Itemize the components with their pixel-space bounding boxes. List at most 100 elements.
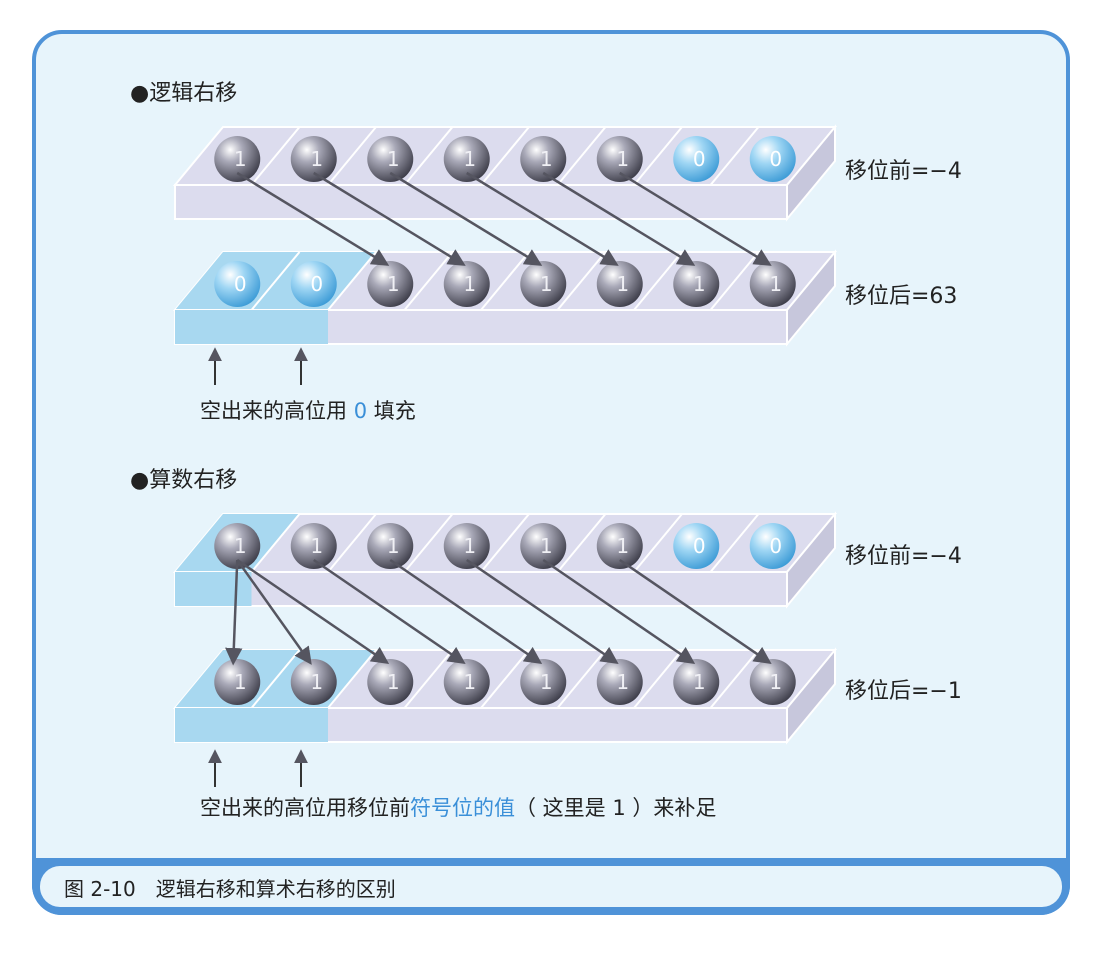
logical-before-bit-value: 1 xyxy=(234,147,247,171)
shift-arrow xyxy=(313,171,466,266)
logical-before-bit-value: 1 xyxy=(616,147,629,171)
logical-before-divider xyxy=(250,126,301,186)
section-title-logical: ●逻辑右移 xyxy=(130,81,237,106)
logical-before-bit-ball xyxy=(596,136,643,182)
logical-after-divider xyxy=(327,251,377,311)
arithmetic-before-divider xyxy=(250,513,301,573)
logical-before-bit-ball xyxy=(749,136,796,182)
logical-after-bit-ball xyxy=(596,261,643,307)
arithmetic-before-bit-ball xyxy=(214,523,261,569)
logical-before-divider xyxy=(480,126,530,186)
arithmetic-before-side-face xyxy=(786,511,836,609)
arithmetic-after-bit-value: 1 xyxy=(616,670,629,694)
logical-before-bit-value: 1 xyxy=(463,147,476,171)
arithmetic-after-bit-value: 1 xyxy=(310,670,323,694)
note-logical: 空出来的高位用 0 填充 xyxy=(200,399,416,423)
arithmetic-before-bit-value: 1 xyxy=(540,534,553,558)
shift-arrow xyxy=(542,558,696,664)
arithmetic-before-bit-value: 1 xyxy=(310,534,323,558)
arithmetic-before-bit-ball xyxy=(596,523,643,569)
arithmetic-after-divider xyxy=(250,649,301,709)
arithmetic-before-bit-value: 1 xyxy=(234,534,247,558)
logical-after-bit-ball xyxy=(214,261,261,307)
logical-after-side-face xyxy=(786,249,836,347)
arithmetic-after-bit-ball xyxy=(520,659,567,705)
arithmetic-after-divider xyxy=(327,649,377,709)
logical-before-bit-ball xyxy=(367,136,414,182)
logical-before-divider xyxy=(403,126,454,186)
arithmetic-after-side-face xyxy=(786,647,836,745)
arithmetic-after-bit-value: 1 xyxy=(387,670,400,694)
up-arrows-arithmetic xyxy=(208,749,308,787)
logical-after-bit-value: 1 xyxy=(387,272,400,296)
arithmetic-before-bit-ball xyxy=(520,523,567,569)
logical-after-bit-ball xyxy=(673,261,720,307)
shift-arrow xyxy=(466,171,619,266)
arithmetic-before-bit-value: 0 xyxy=(693,534,706,558)
logical-before-bit-value: 1 xyxy=(310,147,323,171)
arithmetic-before-divider xyxy=(480,513,530,573)
logical-before-side-face xyxy=(786,124,836,222)
note-arithmetic: 空出来的高位用移位前符号位的值（ 这里是 1 ）来补足 xyxy=(200,796,716,820)
arithmetic-before-divider xyxy=(403,513,454,573)
arithmetic-after-bit-value: 1 xyxy=(234,670,247,694)
arithmetic-before-divider xyxy=(327,513,377,573)
logical-before-divider xyxy=(633,126,683,186)
shift-arrow xyxy=(313,558,466,664)
logical-before-bit-value: 0 xyxy=(769,147,782,171)
arithmetic-before-bit-value: 0 xyxy=(769,534,782,558)
arithmetic-after-bit-ball xyxy=(214,659,261,705)
logical-after-divider xyxy=(556,251,607,311)
arrows-arithmetic xyxy=(225,558,772,666)
arithmetic-after-bit-ball xyxy=(443,659,490,705)
arithmetic-before-front-face xyxy=(174,571,788,607)
arithmetic-before-bit-ball xyxy=(749,523,796,569)
arithmetic-before-bit-ball xyxy=(443,523,490,569)
logical-before-bit-value: 0 xyxy=(693,147,706,171)
section-title-arithmetic: ●算数右移 xyxy=(130,468,237,493)
logical-after-bit-ball xyxy=(290,261,337,307)
logical-after-bit-value: 1 xyxy=(769,272,782,296)
logical-after-bit-ball xyxy=(520,261,567,307)
logical-after-divider xyxy=(403,251,454,311)
figure-number: 图 2-10 xyxy=(64,877,136,901)
logical-after-bit-value: 1 xyxy=(616,272,629,296)
arithmetic-before-bit-value: 1 xyxy=(387,534,400,558)
shift-arrow xyxy=(389,171,543,266)
logical-before-bit-value: 1 xyxy=(387,147,400,171)
logical-after-divider xyxy=(480,251,530,311)
arithmetic-after-bit-ball xyxy=(596,659,643,705)
arithmetic-before-divider xyxy=(556,513,607,573)
shift-arrow xyxy=(619,558,772,664)
arrows-logical xyxy=(236,171,772,266)
logical-after-bit-ball xyxy=(749,261,796,307)
arithmetic-after-bit-value: 1 xyxy=(540,670,553,694)
figure-title: 逻辑右移和算术右移的区别 xyxy=(155,877,396,901)
arithmetic-before-divider xyxy=(633,513,683,573)
logical-after-bit-value: 1 xyxy=(693,272,706,296)
logical-after-bit-value: 1 xyxy=(540,272,553,296)
up-arrows-logical xyxy=(208,347,308,385)
logical-after-bit-value: 0 xyxy=(234,272,247,296)
before-label-arithmetic: 移位前=−4 xyxy=(845,544,962,569)
arithmetic-after-divider xyxy=(633,649,683,709)
arithmetic-before-bit-ball xyxy=(367,523,414,569)
logical-before-divider xyxy=(709,126,760,186)
logical-after-divider xyxy=(633,251,683,311)
logical-after-divider xyxy=(250,251,301,311)
after-label-logical: 移位后=63 xyxy=(845,284,957,309)
arithmetic-before-bit-value: 1 xyxy=(616,534,629,558)
arithmetic-after-bit-ball xyxy=(749,659,796,705)
logical-after-bit-ball xyxy=(367,261,414,307)
logical-before-divider xyxy=(556,126,607,186)
shift-arrow xyxy=(236,171,390,266)
arithmetic-after-divider xyxy=(709,649,760,709)
arithmetic-before-bit-ball xyxy=(673,523,720,569)
logical-after-bit-ball xyxy=(443,261,490,307)
logical-after-divider xyxy=(709,251,760,311)
arithmetic-before-bit-ball xyxy=(290,523,337,569)
before-label-logical: 移位前=−4 xyxy=(845,159,962,184)
